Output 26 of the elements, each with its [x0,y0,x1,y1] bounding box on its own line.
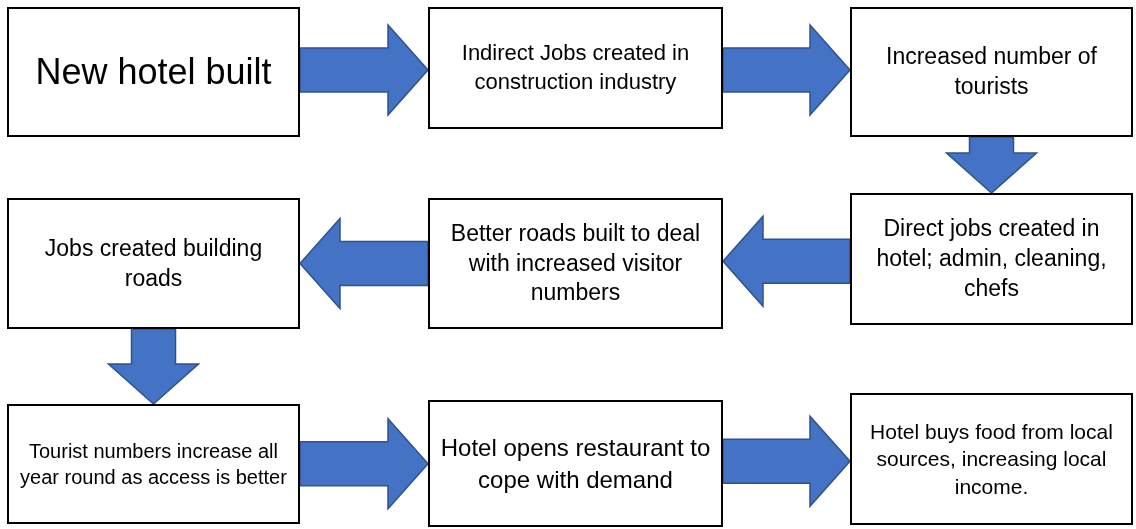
box-text: Better roads built to deal with increased visitor numbers [449,218,702,308]
process-box [428,7,723,129]
block-arrow [299,216,429,311]
box-text: Increased number of tourists [885,42,1098,101]
process-box [7,198,300,329]
process-box [850,7,1133,137]
box-text: Tourist numbers increase all year round as access is better [19,439,288,490]
block-arrow [299,416,429,511]
process-box [7,7,300,137]
block-arrow [106,328,201,405]
process-box [850,193,1133,325]
block-arrow [722,214,851,309]
box-text: Hotel buys food from local sources, increasing local income. [869,419,1114,500]
box-text: Hotel opens restaurant to cope with demand [439,433,712,495]
block-arrow [722,414,851,509]
box-text: Direct jobs created in hotel; admin, cleaning, chefs [875,214,1108,303]
block-arrow [944,136,1039,194]
process-box [850,393,1133,525]
box-text: New hotel built [35,49,272,94]
box-text: Indirect Jobs created in construction industry [460,39,691,96]
block-arrow [299,23,429,117]
box-text: Jobs created building roads [43,233,264,293]
process-box [7,404,300,524]
process-box [428,400,723,527]
block-arrow [722,23,851,117]
process-box [428,198,723,329]
